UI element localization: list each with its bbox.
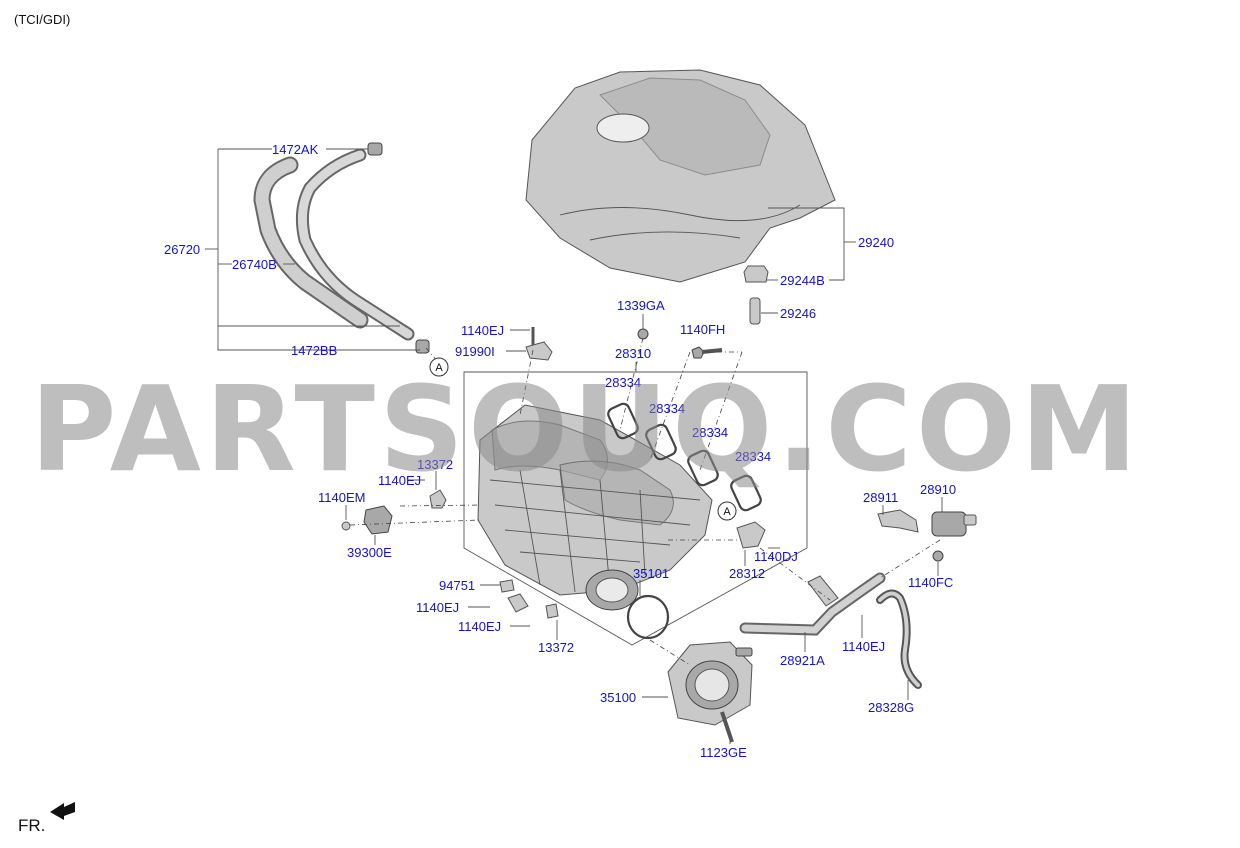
label-35100[interactable]: 35100 xyxy=(600,690,636,705)
engine-cover-part[interactable] xyxy=(525,69,836,283)
part-labels: 1472AK 26720 26740B 1472BB 29240 29244B … xyxy=(164,142,956,760)
label-1140EM[interactable]: 1140EM xyxy=(318,490,365,505)
label-1140EJ-side[interactable]: 1140EJ xyxy=(378,473,421,488)
purge-bracket-part[interactable] xyxy=(877,509,919,533)
watermark: PARTSOUQ.COM xyxy=(30,360,1142,498)
label-13372-upper[interactable]: 13372 xyxy=(417,457,453,472)
svg-text:A: A xyxy=(435,362,443,374)
throttle-body-part[interactable] xyxy=(667,641,753,726)
label-28334-b[interactable]: 28334 xyxy=(649,401,685,416)
label-29244B[interactable]: 29244B xyxy=(780,273,825,288)
reference-a-upper[interactable]: A xyxy=(429,357,449,377)
label-1472BB[interactable]: 1472BB xyxy=(291,343,337,358)
label-26720[interactable]: 26720 xyxy=(164,242,200,257)
label-39300E[interactable]: 39300E xyxy=(347,545,392,560)
label-28310[interactable]: 28310 xyxy=(615,346,651,361)
wiring-bracket-part[interactable] xyxy=(525,341,553,361)
label-1140FH[interactable]: 1140FH xyxy=(680,322,725,337)
label-1140EJ-lower-b[interactable]: 1140EJ xyxy=(458,619,501,634)
clip-13372-lower-part[interactable] xyxy=(545,603,559,619)
label-13372-lower[interactable]: 13372 xyxy=(538,640,574,655)
bracket-lower-part[interactable] xyxy=(507,593,529,613)
label-91990I[interactable]: 91990I xyxy=(455,344,495,359)
throttle-gasket-part[interactable] xyxy=(626,594,670,640)
purge-valve-part[interactable] xyxy=(931,511,977,537)
hose-clip-upper-part[interactable] xyxy=(367,142,383,156)
label-1339GA[interactable]: 1339GA xyxy=(617,298,665,313)
label-28334-d[interactable]: 28334 xyxy=(735,449,771,464)
pressure-sensor-part[interactable] xyxy=(736,521,766,549)
clip-94751-part[interactable] xyxy=(499,579,515,593)
label-29246[interactable]: 29246 xyxy=(780,306,816,321)
reference-a-lower[interactable]: A xyxy=(717,501,737,521)
sensor-bolt-part[interactable] xyxy=(341,521,351,531)
hose-clip-lower-part[interactable] xyxy=(415,339,430,354)
svg-text:A: A xyxy=(723,506,731,518)
label-1472AK[interactable]: 1472AK xyxy=(272,142,319,157)
purge-hose-part[interactable] xyxy=(739,572,886,636)
map-sensor-part[interactable] xyxy=(363,505,393,535)
label-28334-c[interactable]: 28334 xyxy=(692,425,728,440)
label-35101[interactable]: 35101 xyxy=(633,566,669,581)
cover-pin-part[interactable] xyxy=(749,297,761,325)
label-94751[interactable]: 94751 xyxy=(439,578,475,593)
label-1140DJ[interactable]: 1140DJ xyxy=(754,549,798,564)
manifold-assembly-frame xyxy=(463,371,808,646)
bolt-1140fc-part[interactable] xyxy=(932,550,944,562)
variant-label: (TCI/GDI) xyxy=(14,12,70,27)
vacuum-hose-part[interactable] xyxy=(876,589,922,689)
label-28328G[interactable]: 28328G xyxy=(868,700,914,715)
label-1140EJ-hose[interactable]: 1140EJ xyxy=(842,639,885,654)
label-1123GE[interactable]: 1123GE xyxy=(700,745,747,760)
assembly-guide-lines xyxy=(349,337,941,666)
label-28921A[interactable]: 28921A xyxy=(780,653,825,668)
label-1140EJ-upper[interactable]: 1140EJ xyxy=(461,323,504,338)
label-29240[interactable]: 29240 xyxy=(858,235,894,250)
label-28334-a[interactable]: 28334 xyxy=(605,375,641,390)
nut-1339ga-part[interactable] xyxy=(637,328,649,340)
leader-lines xyxy=(205,148,943,744)
throttle-bolt-part[interactable] xyxy=(720,711,734,743)
front-arrow-icon xyxy=(50,802,75,820)
label-28312[interactable]: 28312 xyxy=(729,566,765,581)
manifold-gasket-part[interactable] xyxy=(606,402,762,512)
bracket-upper-part[interactable] xyxy=(429,489,447,509)
label-26740B[interactable]: 26740B xyxy=(232,257,277,272)
label-28910[interactable]: 28910 xyxy=(920,482,956,497)
pcv-hose-part[interactable] xyxy=(253,148,415,341)
label-1140EJ-lower-a[interactable]: 1140EJ xyxy=(416,600,459,615)
cover-grommet-part[interactable] xyxy=(743,265,769,283)
bolt-1140fh-part[interactable] xyxy=(691,346,723,359)
front-direction-label: FR. xyxy=(18,816,45,835)
label-28911[interactable]: 28911 xyxy=(863,490,898,505)
label-1140FC[interactable]: 1140FC xyxy=(908,575,953,590)
